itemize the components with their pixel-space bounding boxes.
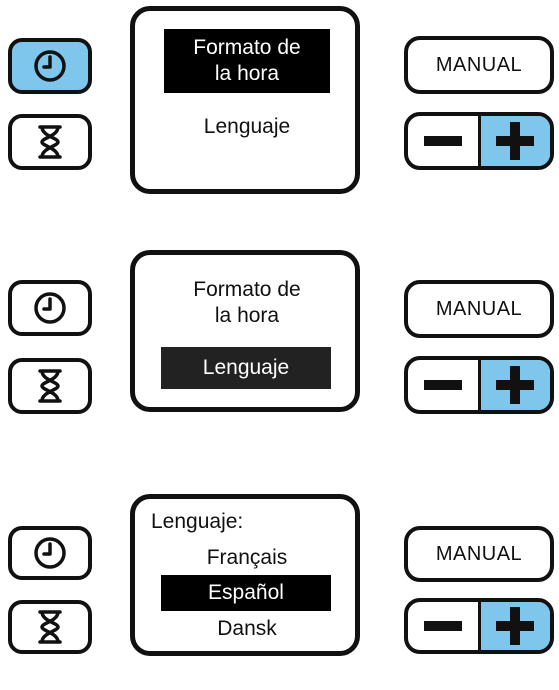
menu-item-time-format[interactable]: Formato de la hora	[164, 277, 330, 331]
clock-icon	[34, 537, 66, 569]
minus-icon	[423, 380, 462, 390]
timer-button[interactable]	[8, 114, 92, 170]
panel-language-selected: Formato de la hora Lenguaje MANUAL	[0, 246, 559, 446]
clock-button[interactable]	[8, 280, 92, 336]
clock-icon	[34, 50, 66, 82]
plus-icon	[496, 607, 535, 645]
clock-icon	[34, 292, 66, 324]
hourglass-icon	[38, 125, 62, 159]
manual-button[interactable]: MANUAL	[404, 36, 554, 94]
language-option-dansk[interactable]: Dansk	[217, 617, 277, 640]
plus-icon	[496, 366, 535, 404]
timer-button[interactable]	[8, 358, 92, 414]
language-title: Lenguaje:	[151, 510, 244, 533]
language-option-espanol[interactable]: Español	[161, 575, 331, 611]
clock-button[interactable]	[8, 38, 92, 94]
manual-button[interactable]: MANUAL	[404, 526, 554, 582]
timer-button[interactable]	[8, 600, 92, 654]
menu-item-language[interactable]: Lenguaje	[161, 347, 331, 389]
menu-item-language[interactable]: Lenguaje	[203, 115, 291, 138]
clock-button[interactable]	[8, 526, 92, 580]
display-screen: Formato de la hora Lenguaje	[130, 6, 360, 194]
display-screen: Lenguaje: Français Español Dansk	[130, 494, 360, 656]
menu-item-line2: la hora	[214, 62, 280, 85]
minus-plus-stepper[interactable]	[404, 112, 554, 170]
minus-plus-stepper[interactable]	[404, 356, 554, 414]
panel-language-options: Lenguaje: Français Español Dansk MANUAL	[0, 490, 559, 690]
menu-item-line1: Formato de	[193, 278, 301, 301]
menu-item-line1: Formato de	[193, 36, 301, 59]
language-option-francais[interactable]: Français	[206, 546, 288, 569]
plus-button[interactable]	[477, 602, 550, 650]
minus-button[interactable]	[408, 602, 478, 650]
panel-time-format-selected: Formato de la hora Lenguaje MANUAL	[0, 0, 559, 200]
minus-plus-stepper[interactable]	[404, 598, 554, 654]
display-screen: Formato de la hora Lenguaje	[130, 250, 360, 412]
plus-icon	[496, 122, 535, 160]
menu-item-line2: la hora	[214, 304, 280, 327]
minus-icon	[423, 621, 462, 631]
plus-button[interactable]	[477, 360, 550, 410]
minus-icon	[423, 136, 462, 146]
minus-button[interactable]	[408, 360, 478, 410]
menu-item-time-format[interactable]: Formato de la hora	[164, 29, 330, 93]
plus-button[interactable]	[477, 116, 550, 166]
manual-button[interactable]: MANUAL	[404, 280, 554, 338]
hourglass-icon	[38, 610, 62, 644]
minus-button[interactable]	[408, 116, 478, 166]
hourglass-icon	[38, 369, 62, 403]
